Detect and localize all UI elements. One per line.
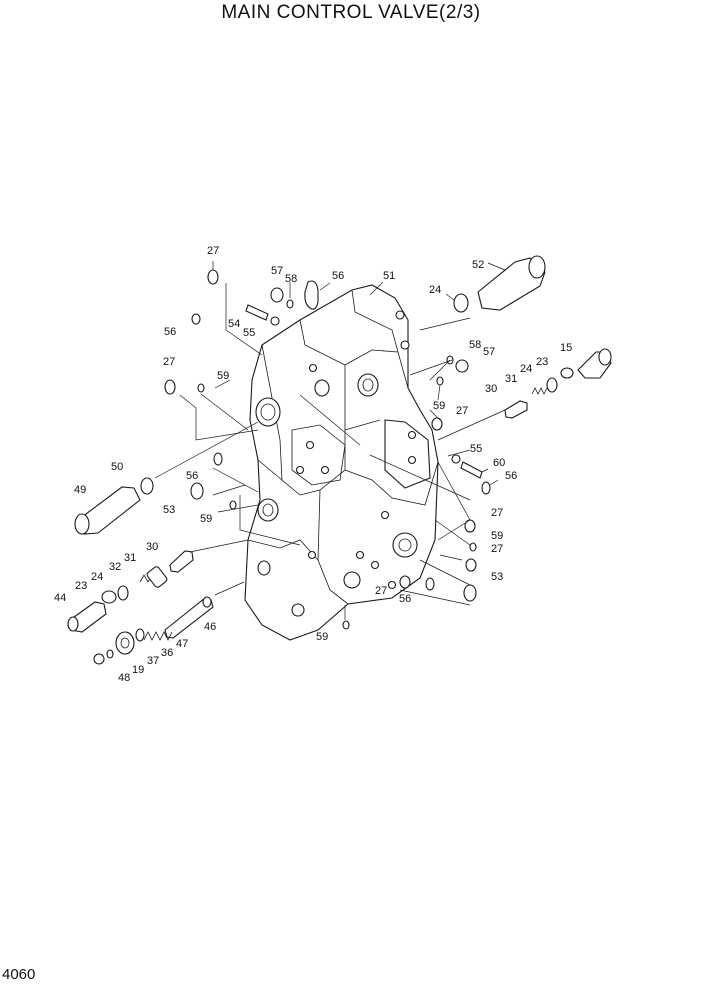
leader-lines (154, 261, 506, 620)
o-rings (101, 269, 574, 659)
spool-46 (164, 596, 214, 639)
callout-53: 53 (163, 504, 175, 516)
small-fittings (93, 287, 483, 665)
callout-31: 31 (505, 373, 517, 385)
callout-labels: 27 57 58 56 51 52 24 54 55 56 15 58 57 2… (54, 245, 572, 684)
callout-50: 50 (111, 461, 123, 473)
callout-56: 56 (186, 470, 198, 482)
callout-44: 44 (54, 592, 66, 604)
callout-27: 27 (491, 507, 503, 519)
poppet-30-right (504, 400, 528, 419)
plug-44 (67, 601, 107, 633)
callout-59: 59 (491, 530, 503, 542)
callout-15: 15 (560, 342, 572, 354)
page-title: MAIN CONTROL VALVE(2/3) (221, 2, 481, 23)
callout-30: 30 (146, 541, 158, 553)
callout-32: 32 (109, 561, 121, 573)
valve-housing-51 (244, 284, 439, 641)
callout-49: 49 (74, 484, 86, 496)
callout-54: 54 (228, 318, 240, 330)
callout-55: 55 (243, 327, 255, 339)
callout-51: 51 (383, 270, 395, 282)
callout-58: 58 (285, 273, 297, 285)
poppet-30-left (169, 550, 194, 573)
callout-59: 59 (217, 370, 229, 382)
callout-27: 27 (491, 543, 503, 555)
relief-valve-52 (477, 255, 546, 311)
page-number: 4060 (2, 966, 36, 983)
callout-48: 48 (118, 672, 130, 684)
callout-57: 57 (483, 346, 495, 358)
callout-53: 53 (491, 571, 503, 583)
callout-47: 47 (176, 638, 188, 650)
callout-24: 24 (91, 571, 103, 583)
callout-30: 30 (485, 383, 497, 395)
callout-59: 59 (433, 400, 445, 412)
callout-27: 27 (456, 405, 468, 417)
callout-37: 37 (147, 655, 159, 667)
callout-36: 36 (161, 647, 173, 659)
callout-56: 56 (164, 326, 176, 338)
callout-24: 24 (429, 284, 441, 296)
callout-56: 56 (332, 270, 344, 282)
callout-59: 59 (316, 631, 328, 643)
callout-19: 19 (132, 664, 144, 676)
callout-27: 27 (163, 356, 175, 368)
callout-24: 24 (520, 363, 532, 375)
callout-56: 56 (399, 593, 411, 605)
callout-57: 57 (271, 265, 283, 277)
relief-valve-15 (577, 348, 612, 379)
callout-55: 55 (470, 443, 482, 455)
callout-46: 46 (204, 621, 216, 633)
callout-58: 58 (469, 339, 481, 351)
callout-56: 56 (505, 470, 517, 482)
callout-23: 23 (75, 580, 87, 592)
callout-31: 31 (124, 552, 136, 564)
callout-27: 27 (375, 585, 387, 597)
callout-27: 27 (207, 245, 219, 257)
callout-52: 52 (472, 259, 484, 271)
relief-valve-49 (74, 486, 141, 535)
callout-60: 60 (493, 457, 505, 469)
callout-59: 59 (200, 513, 212, 525)
callout-23: 23 (536, 356, 548, 368)
